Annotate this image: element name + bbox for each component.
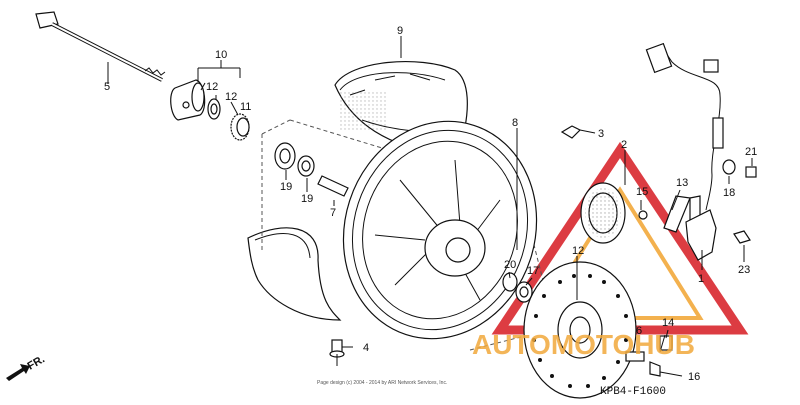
small-bolt [638,210,648,220]
small-screw [745,166,757,178]
callout-1: 1 [698,273,704,285]
callout-2: 2 [621,139,627,151]
callout-20: 19 [280,181,292,193]
distance-collar [317,175,349,197]
callout-7: 7 [330,207,336,219]
callout-numbers: 5 10 12 12 11 9 8 19 19 7 20 17 4 3 2 15… [104,25,757,383]
axle-shaft [35,11,166,82]
bearing-left [274,142,296,170]
leader-lines [107,36,753,377]
callout-16: 15 [636,186,648,198]
gear-retainer [230,113,250,141]
watermark-text: AUTOMOTOHUB [472,329,695,360]
oil-seal [207,98,221,120]
direction-label: FR. [26,353,47,372]
callout-13: 12 [572,245,584,257]
callout-3: 3 [598,128,604,140]
grommet [722,159,736,175]
front-direction-arrow: FR. [6,353,47,381]
callout-10: 10 [215,49,227,61]
callout-18: 17 [527,265,539,277]
callout-4: 4 [363,342,369,354]
callout-6: 6 [636,325,642,337]
callout-19-left: 19 [301,193,313,205]
callout-23: 23 [738,264,750,276]
diagram-code: KPB4-F1600 [600,386,666,398]
brake-disc [523,261,637,399]
callout-21: 18 [723,187,735,199]
callout-15: 14 [662,317,674,329]
callout-8: 8 [512,117,518,129]
callout-22: 21 [745,146,757,158]
copyright-text: Page design (c) 2004 - 2014 by ARI Netwo… [317,380,447,386]
valve-stem [329,339,345,366]
watermark-brand: AUTOMOTOHUB [472,329,695,360]
callout-11: 11 [240,101,251,113]
callout-5: 5 [104,81,110,93]
wheel-rim [342,120,538,340]
pulser-ring [580,182,626,244]
callout-12-upper: 12 [206,81,218,93]
bearing-small [297,155,315,177]
disc-bolt [625,351,661,377]
sensor-body [685,209,717,261]
sensor-bolt [733,230,751,244]
callout-12-lower: 12 [225,91,237,103]
callout-9: 9 [397,25,403,37]
callout-17: 16 [688,371,700,383]
bearing-right [502,272,533,303]
sensor-wire [645,42,724,211]
clip [560,125,582,139]
side-collar [170,79,206,121]
callout-19-right: 20 [504,259,516,271]
callout-14: 13 [676,177,688,189]
fender-outline [247,227,342,321]
